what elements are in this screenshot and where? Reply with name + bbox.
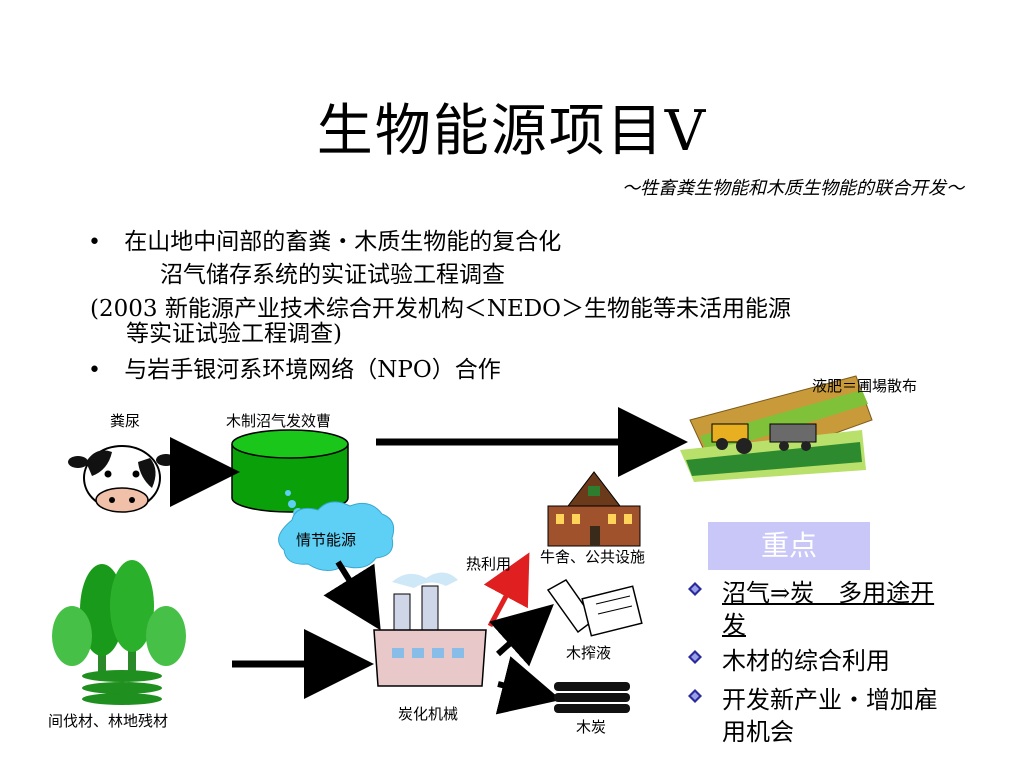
arrow-cloud-to-carbonizer bbox=[323, 560, 381, 631]
forest-icon bbox=[52, 560, 186, 705]
bullet-1-line1: 在山地中间部的畜粪・木质生物能的复合化 bbox=[124, 229, 562, 255]
key-points-heading: 重点 bbox=[708, 522, 870, 570]
label-cloud-energy: 情节能源 bbox=[296, 531, 357, 549]
cloud-shape bbox=[278, 501, 395, 571]
digester-tank-icon bbox=[231, 429, 349, 513]
carbonizer-factory-icon bbox=[373, 572, 487, 687]
slide-title: 生物能源项目Ⅴ bbox=[316, 99, 708, 164]
charcoal-icon bbox=[554, 682, 630, 713]
bullet-2: • 与岩手银河系环境网络（NPO）合作 bbox=[88, 354, 501, 387]
cow-icon bbox=[68, 445, 176, 513]
bullet-1: • 在山地中间部的畜粪・木质生物能的复合化 bbox=[88, 226, 561, 259]
key-point-1-line2: 发 bbox=[722, 611, 746, 639]
arrow-heat-use bbox=[483, 552, 530, 628]
label-wood-vinegar: 木搾液 bbox=[566, 644, 612, 662]
arrow-to-vinegar bbox=[489, 603, 554, 667]
note-line1: (2003 新能源产业技术综合开发机构＜NEDO＞生物能等未活用能源 bbox=[90, 296, 792, 322]
label-thinning-wood: 间伐材、林地残材 bbox=[48, 712, 169, 730]
label-fertilizer: 液肥＝圃場散布 bbox=[812, 377, 918, 395]
bullet-dot: • bbox=[88, 358, 101, 383]
slide-subtitle: ～牲畜粪生物能和木质生物能的联合开发～ bbox=[622, 178, 964, 199]
arrow-to-charcoal bbox=[495, 656, 562, 715]
key-point-3-line2: 用机会 bbox=[722, 718, 794, 746]
key-point-2-text: 木材的综合利用 bbox=[722, 647, 890, 675]
label-charcoal: 木炭 bbox=[576, 718, 607, 736]
barn-building-icon bbox=[547, 471, 641, 547]
diamond-bullet-icon bbox=[688, 689, 702, 703]
bullet-dot: • bbox=[88, 230, 101, 255]
key-point-3-line1: 开发新产业・增加雇 bbox=[722, 686, 938, 714]
diamond-bullet-icon bbox=[688, 582, 702, 596]
diamond-bullet-icon bbox=[688, 650, 702, 664]
label-barn-facilities: 牛舍、公共设施 bbox=[540, 548, 646, 566]
wood-vinegar-bottle-icon bbox=[546, 579, 643, 637]
label-digester: 木制沼气发效曹 bbox=[226, 412, 332, 430]
bullet-1-line2: 沼气储存系统的实证试验工程调查 bbox=[160, 262, 505, 288]
note-line2: 等实证试验工程调查) bbox=[126, 321, 342, 347]
bullet-2-text: 与岩手银河系环境网络（NPO）合作 bbox=[124, 357, 501, 383]
label-manure: 粪尿 bbox=[110, 412, 141, 430]
label-carbonizer: 炭化机械 bbox=[398, 705, 459, 723]
field-tractor-icon bbox=[680, 375, 873, 482]
label-heat-use: 热利用 bbox=[466, 555, 512, 573]
key-point-1-line1: 沼气⇒炭 多用途开 bbox=[722, 579, 935, 607]
